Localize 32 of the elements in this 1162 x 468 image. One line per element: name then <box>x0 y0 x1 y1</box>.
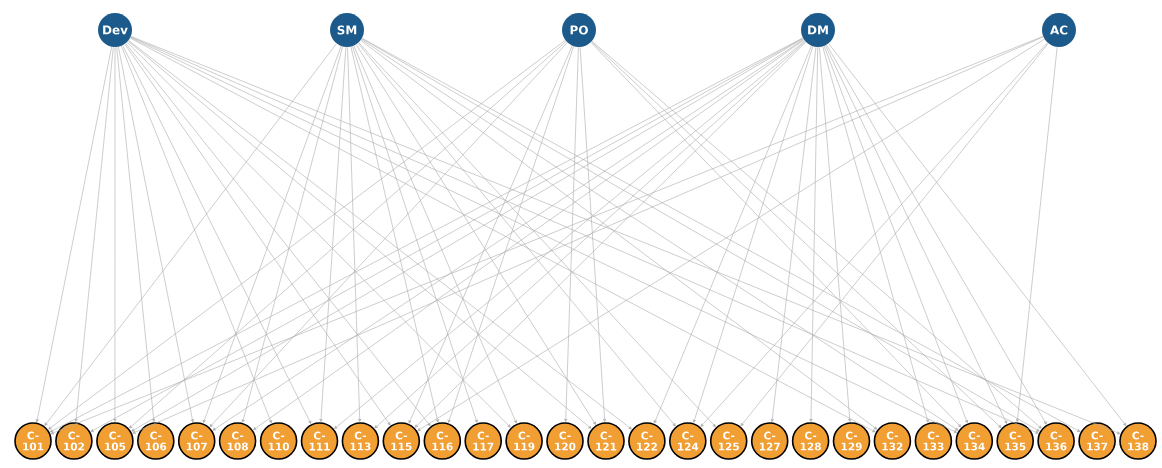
arrow <box>319 46 347 422</box>
arrow <box>809 46 818 422</box>
arrow <box>209 42 568 428</box>
arrow <box>825 45 1008 424</box>
arrow <box>116 46 156 422</box>
arrow <box>564 46 579 422</box>
arrow <box>353 45 517 424</box>
arrow <box>1015 46 1058 422</box>
arrow <box>202 45 342 423</box>
arrow <box>118 46 194 423</box>
arrow <box>770 46 817 422</box>
arrow <box>347 46 362 422</box>
arrow <box>350 46 439 423</box>
arrow <box>44 43 337 426</box>
arrow <box>241 46 343 423</box>
arrow <box>121 45 272 424</box>
arrow <box>48 40 566 430</box>
arrow <box>819 46 852 422</box>
arrow <box>653 45 812 424</box>
arrow <box>579 46 607 422</box>
arrow <box>828 43 1127 426</box>
arrow <box>408 45 573 424</box>
arrow <box>122 45 312 424</box>
arrow <box>74 46 114 422</box>
arrow <box>35 46 112 423</box>
arrow <box>352 46 478 423</box>
arrow <box>823 45 968 424</box>
arrow <box>692 46 814 423</box>
arrow <box>447 46 574 423</box>
arrow <box>355 44 596 425</box>
arrow <box>826 44 1047 425</box>
arrow <box>822 46 929 423</box>
